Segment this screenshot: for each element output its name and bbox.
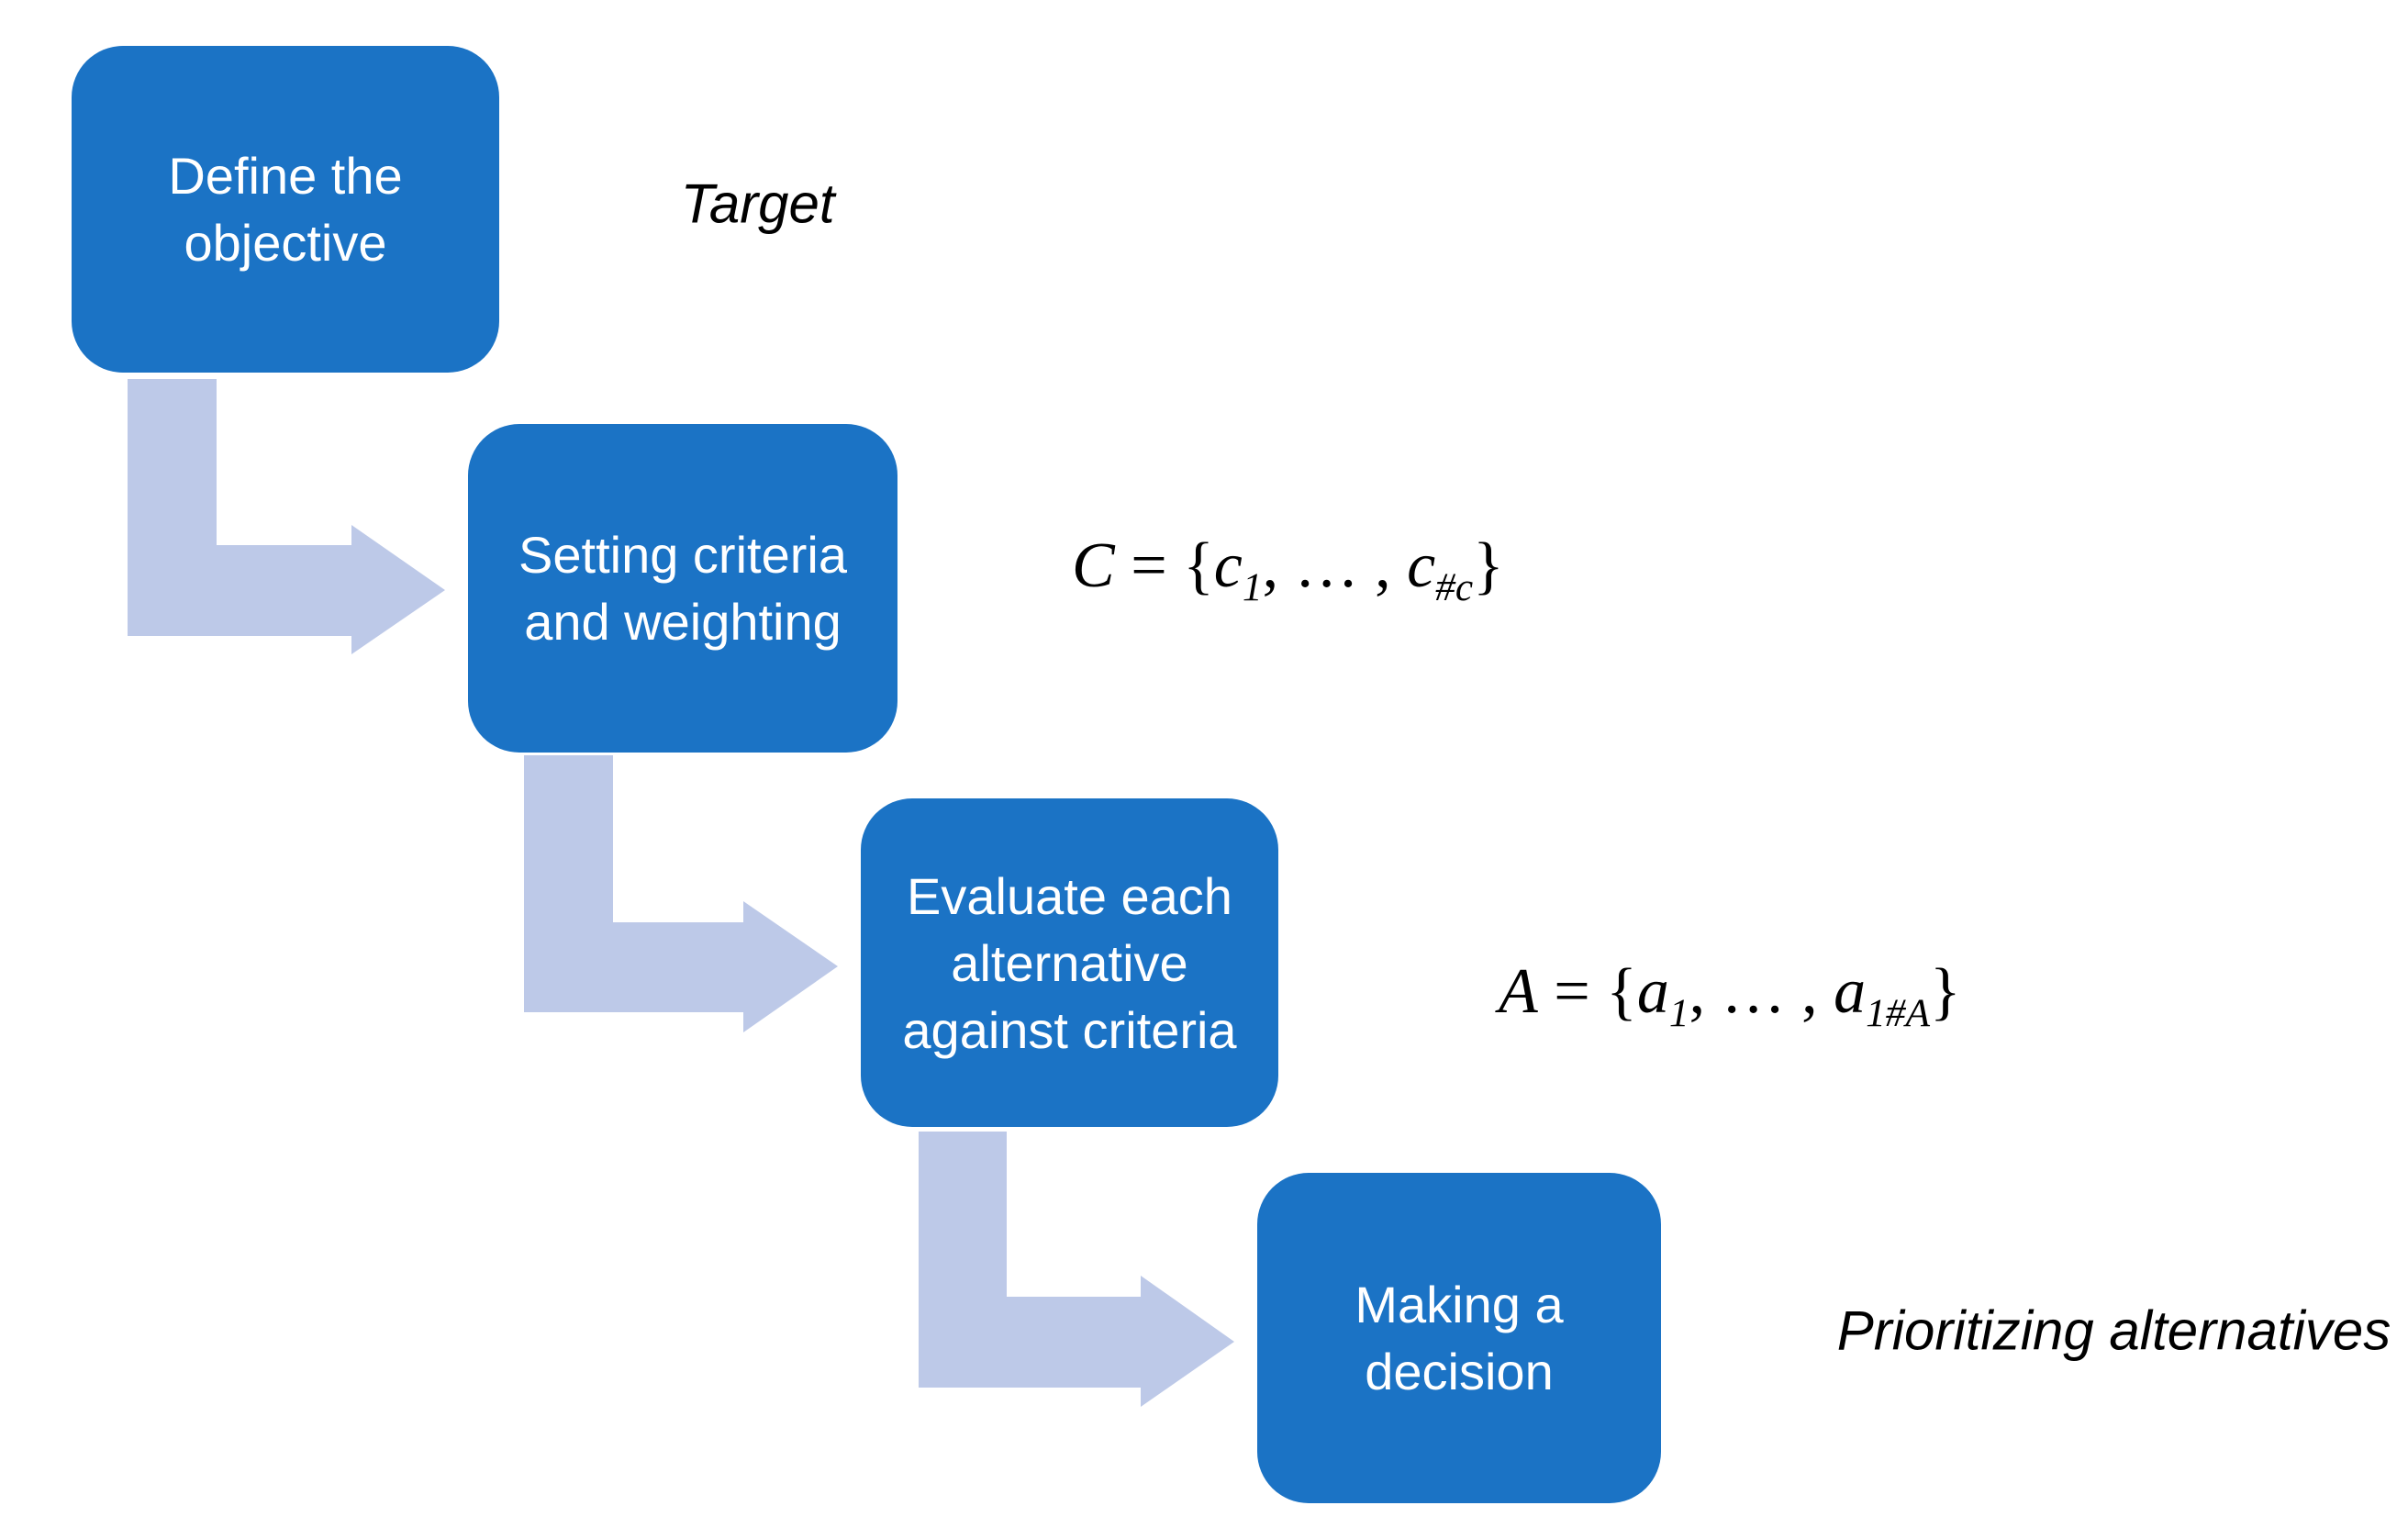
step-label-define-objective: Define the objective [168, 147, 403, 272]
step-box-evaluate-alternatives: Evaluate each alternative against criter… [861, 798, 1278, 1127]
formula-sub-1-hash-a: 1#A [1866, 991, 1930, 1035]
annotation-alternatives-formula: A = {a1, … , a1#A} [1434, 882, 1961, 1102]
elbow-arrow-shape [128, 379, 445, 654]
formula-close-brace: } [1473, 530, 1504, 601]
annotation-target-text: Target [680, 173, 835, 235]
formula-var-c: C [1072, 530, 1115, 601]
elbow-arrow-2 [524, 755, 838, 1032]
formula-ellipsis: , … , [1262, 530, 1408, 601]
step-box-setting-criteria: Setting criteria and weighting [468, 424, 897, 753]
formula-open-brace: { [1183, 530, 1214, 601]
elbow-arrow-shape [919, 1132, 1234, 1407]
formula-equals: = [1537, 956, 1607, 1027]
formula-elem-c1: c [1213, 530, 1243, 601]
step-label-setting-criteria: Setting criteria and weighting [518, 526, 847, 651]
formula-elem-a1: a [1636, 956, 1669, 1027]
formula-sub-1: 1 [1242, 565, 1263, 609]
formula-equals: = [1114, 530, 1184, 601]
step-label-evaluate-alternatives: Evaluate each alternative against criter… [902, 866, 1237, 1059]
annotation-prioritizing-text: Prioritizing alternatives [1836, 1299, 2391, 1362]
formula-close-brace: } [1929, 956, 1961, 1027]
elbow-arrow-3 [919, 1132, 1234, 1407]
step-label-making-decision: Making a decision [1354, 1276, 1564, 1400]
elbow-arrow-1 [128, 379, 445, 654]
elbow-arrow-shape [524, 755, 838, 1032]
formula-elem-c2: c [1407, 530, 1436, 601]
formula-sub-hash-c: #c [1435, 565, 1474, 609]
annotation-target: Target [619, 109, 835, 299]
formula-elem-a2: a [1834, 956, 1867, 1027]
step-box-making-decision: Making a decision [1257, 1173, 1661, 1503]
annotation-prioritizing: Prioritizing alternatives [1776, 1236, 2391, 1426]
annotation-criteria-formula: C = {c1, … , c#c} [1008, 456, 1504, 676]
formula-ellipsis: , … , [1689, 956, 1834, 1027]
formula-open-brace: { [1606, 956, 1637, 1027]
formula-sub-1: 1 [1668, 991, 1689, 1035]
step-box-define-objective: Define the objective [72, 46, 499, 373]
formula-var-a: A [1499, 956, 1538, 1027]
